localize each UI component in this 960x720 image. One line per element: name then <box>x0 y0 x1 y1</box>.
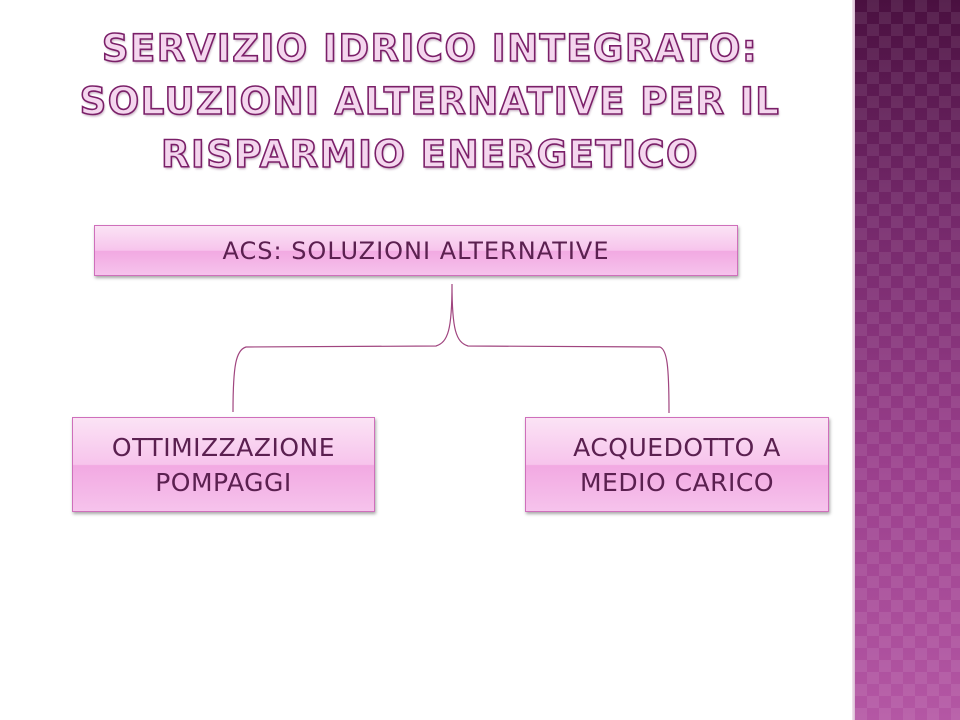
connector-brace <box>232 283 670 414</box>
diagram-child-node-right: ACQUEDOTTO A MEDIO CARICO <box>525 417 829 512</box>
title-line-2: SOLUZIONI ALTERNATIVE PER IL <box>79 79 781 124</box>
title-line-1: SERVIZIO IDRICO INTEGRATO: <box>101 26 759 71</box>
slide-title: SERVIZIO IDRICO INTEGRATO: SOLUZIONI ALT… <box>30 22 830 181</box>
title-line-3: RISPARMIO ENERGETICO <box>160 132 699 177</box>
child-node-label: OTTIMIZZAZIONE POMPAGGI <box>111 432 336 497</box>
diagram-child-node-left: OTTIMIZZAZIONE POMPAGGI <box>72 417 375 512</box>
decorative-side-strip <box>855 0 960 720</box>
side-strip-edge <box>852 0 856 720</box>
root-node-label: ACS: SOLUZIONI ALTERNATIVE <box>222 236 610 265</box>
diagram-root-node: ACS: SOLUZIONI ALTERNATIVE <box>94 225 738 276</box>
child-node-label: ACQUEDOTTO A MEDIO CARICO <box>573 432 781 497</box>
